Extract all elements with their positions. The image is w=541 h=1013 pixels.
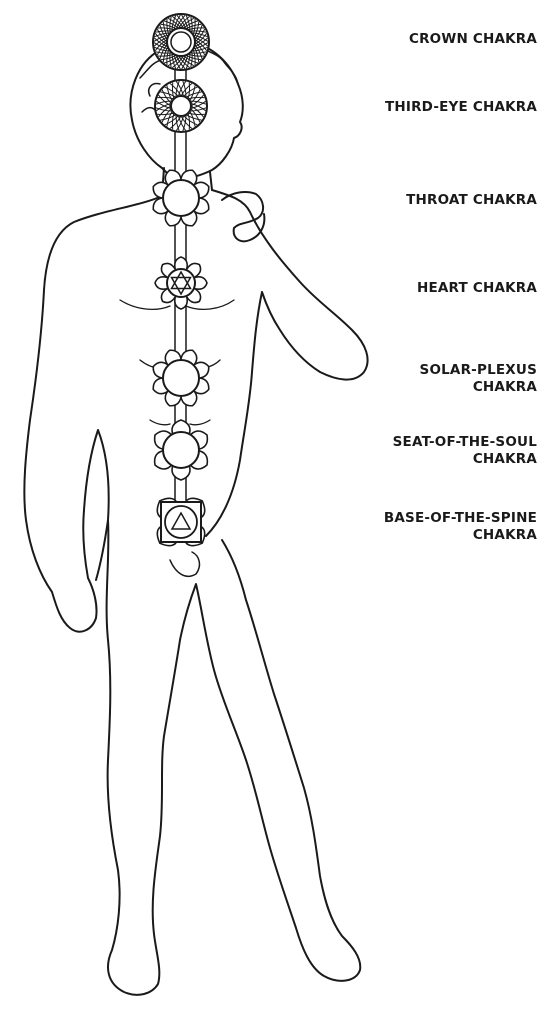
seat-of-the-soul-chakra-label-line-1: SEAT-OF-THE-SOUL: [393, 434, 537, 451]
base-of-the-spine-chakra-label: BASE-OF-THE-SPINE CHAKRA: [384, 510, 537, 544]
base-of-the-spine-chakra-label-line-2: CHAKRA: [384, 527, 537, 544]
solar-plexus-chakra-label-line-2: CHAKRA: [420, 379, 537, 396]
raised-hand-outline: [222, 192, 264, 241]
solar-plexus-chakra-symbol: [153, 350, 208, 405]
base-of-the-spine-chakra-symbol: [157, 498, 204, 545]
crown-chakra-label: CROWN CHAKRA: [409, 31, 537, 48]
heart-chakra-label: HEART CHAKRA: [417, 280, 537, 297]
third-eye-chakra-label: THIRD-EYE CHAKRA: [385, 99, 537, 116]
throat-chakra-label: THROAT CHAKRA: [406, 192, 537, 209]
legs-outline: [107, 520, 361, 995]
seat-of-the-soul-chakra-label: SEAT-OF-THE-SOUL CHAKRA: [393, 434, 537, 468]
torso-outline: [24, 196, 162, 632]
third-eye-chakra-label-line-1: THIRD-EYE CHAKRA: [385, 99, 537, 116]
solar-plexus-chakra-label-line-1: SOLAR-PLEXUS: [420, 362, 537, 379]
genital-area-outline: [170, 552, 199, 576]
base-of-the-spine-chakra-label-line-1: BASE-OF-THE-SPINE: [384, 510, 537, 527]
heart-chakra-symbol: [155, 257, 207, 309]
seat-of-the-soul-chakra-label-line-2: CHAKRA: [393, 451, 537, 468]
solar-plexus-chakra-label: SOLAR-PLEXUS CHAKRA: [420, 362, 537, 396]
crown-chakra-label-line-1: CROWN CHAKRA: [409, 31, 537, 48]
third-eye-chakra-symbol: [155, 80, 207, 132]
right-torso-outline: [206, 190, 368, 536]
heart-chakra-label-line-1: HEART CHAKRA: [417, 280, 537, 297]
seat-of-the-soul-chakra-symbol: [155, 420, 208, 480]
throat-chakra-label-line-1: THROAT CHAKRA: [406, 192, 537, 209]
throat-chakra-symbol: [153, 170, 208, 225]
crown-chakra-symbol: [153, 14, 209, 70]
